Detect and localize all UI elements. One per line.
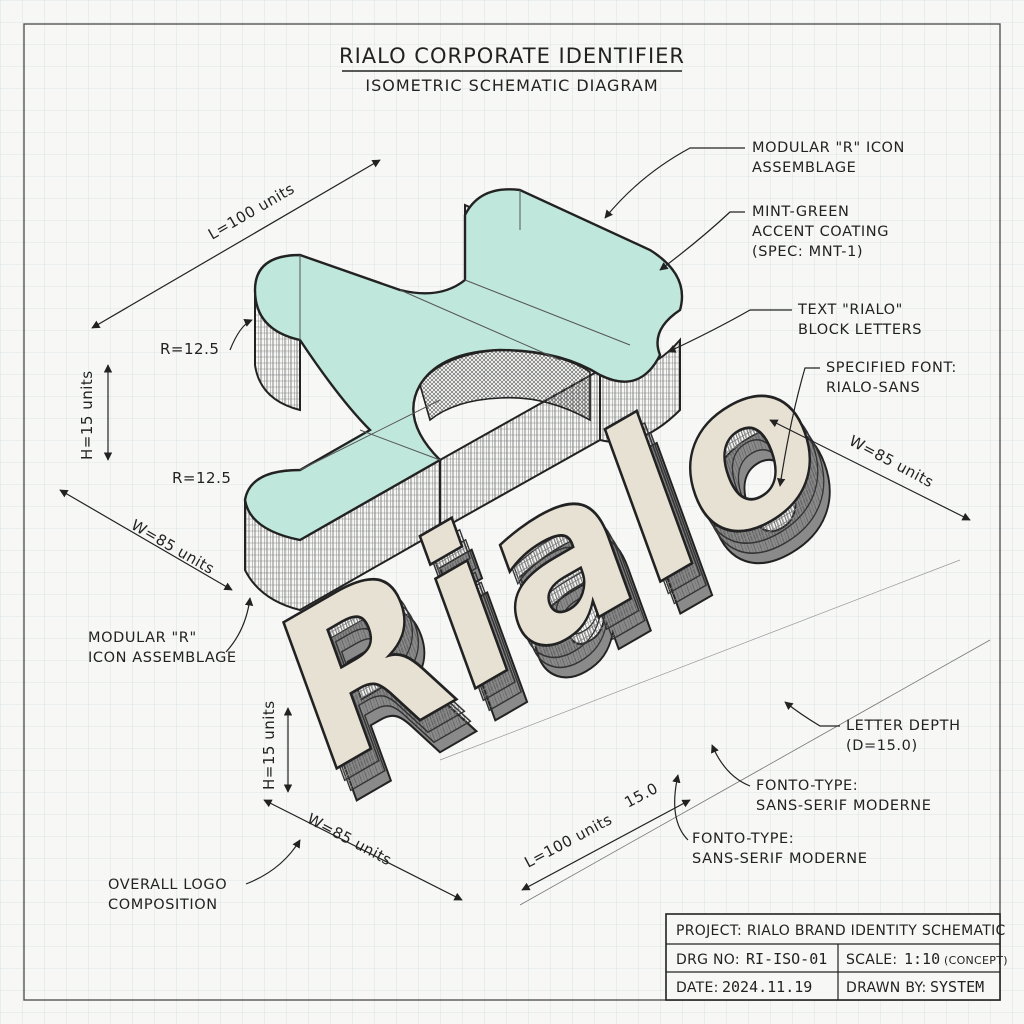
callout-text-letters: TEXT "RIALO" BLOCK LETTERS [667,302,922,353]
svg-text:SPECIFIED FONT:: SPECIFIED FONT: [826,360,957,376]
title-block-drg-label: DRG NO: [676,952,740,968]
svg-text:TEXT "RIALO": TEXT "RIALO" [797,302,903,318]
icon-height-label: H=15 units [78,370,96,460]
text-height-label: H=15 units [260,700,278,790]
callout-overall: OVERALL LOGO COMPOSITION [108,839,301,913]
svg-text:MODULAR "R" ICON: MODULAR "R" ICON [752,140,905,156]
svg-text:ASSEMBLAGE: ASSEMBLAGE [752,160,856,176]
callout-accent: MINT-GREEN ACCENT COATING (SPEC: MNT-1) [659,204,889,271]
title-block-drawn-value: SYSTEM [930,978,984,996]
title-block-scale-value: 1:10 [904,950,940,968]
callout-icon-top: MODULAR "R" ICON ASSEMBLAGE [604,140,905,219]
svg-text:LETTER DEPTH: LETTER DEPTH [846,718,961,734]
icon-radius-top-label: R=12.5 [160,340,219,358]
icon-inner-cut-wall [419,349,591,422]
title-block-date-value: 2024.11.19 [722,978,812,996]
title-block-drawn-label: DRAWN BY: [846,980,926,996]
callout-fonttype-a: FONTO-TYPE: SANS-SERIF MODERNE [711,744,931,814]
svg-text:SANS-SERIF MODERNE: SANS-SERIF MODERNE [692,851,867,867]
title-block-drg-value: RI-ISO-01 [746,950,827,968]
sheet-border [23,23,1001,1001]
title-main: RIALO CORPORATE IDENTIFIER [339,44,685,68]
callout-font: SPECIFIED FONT: RIALO-SANS [776,360,957,487]
title-block-scale-label: SCALE: [846,952,897,968]
title-block-project: PROJECT: RIALO BRAND IDENTITY SCHEMATIC [676,923,1006,939]
callout-icon-bottom: MODULAR "R" ICON ASSEMBLAGE [88,597,254,666]
title-block: PROJECT: RIALO BRAND IDENTITY SCHEMATIC … [665,913,1008,1001]
callout-letter-depth: LETTER DEPTH (D=15.0) [784,701,961,754]
svg-text:MODULAR "R": MODULAR "R" [88,630,197,646]
svg-text:ACCENT COATING: ACCENT COATING [752,224,889,240]
svg-text:FONTO-TYPE:: FONTO-TYPE: [692,831,794,847]
diagram-title: RIALO CORPORATE IDENTIFIER ISOMETRIC SCH… [339,44,685,95]
svg-text:FONTO-TYPE:: FONTO-TYPE: [756,778,858,794]
svg-text:RIALO-SANS: RIALO-SANS [826,380,920,396]
svg-text:ICON ASSEMBLAGE: ICON ASSEMBLAGE [88,650,237,666]
svg-text:(D=15.0): (D=15.0) [846,738,918,754]
title-sub: ISOMETRIC SCHEMATIC DIAGRAM [365,76,658,95]
svg-text:SANS-SERIF MODERNE: SANS-SERIF MODERNE [756,798,931,814]
svg-text:BLOCK LETTERS: BLOCK LETTERS [798,322,922,338]
callouts: MODULAR "R" ICON ASSEMBLAGE MINT-GREEN A… [88,140,961,913]
icon-radius-bottom-label: R=12.5 [172,469,231,487]
svg-text:(SPEC: MNT-1): (SPEC: MNT-1) [752,244,863,260]
title-block-scale-note: (CONCEPT) [944,954,1008,967]
title-block-date-label: DATE: [676,980,719,996]
svg-text:OVERALL LOGO: OVERALL LOGO [108,877,227,893]
svg-text:MINT-GREEN: MINT-GREEN [752,204,849,220]
svg-text:COMPOSITION: COMPOSITION [108,897,218,913]
callout-fonttype-b: FONTO-TYPE: SANS-SERIF MODERNE [672,774,867,867]
